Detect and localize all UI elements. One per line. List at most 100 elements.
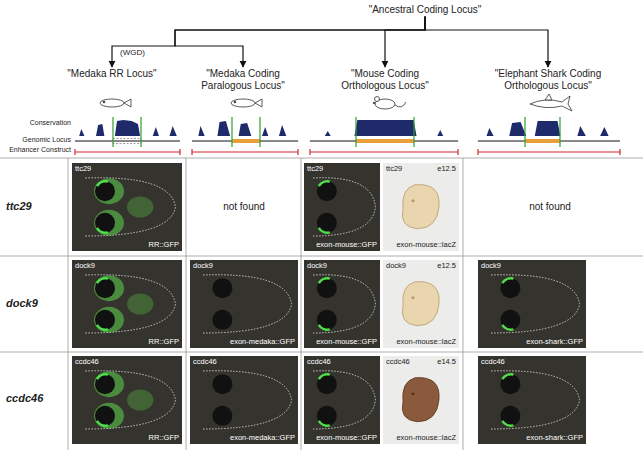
gfp-signal <box>127 196 153 217</box>
gfp-signal <box>127 293 153 314</box>
fish-outline <box>491 275 580 333</box>
fish-outline <box>313 178 375 236</box>
tree-branch <box>175 17 425 68</box>
embryo <box>402 378 439 422</box>
shark-icon <box>530 94 572 111</box>
construct-label: exon-mouse::lacZ <box>396 241 456 249</box>
embryo-illustration <box>304 163 380 251</box>
image-background <box>383 260 459 348</box>
image-background <box>72 260 182 348</box>
construct-label: exon-mouse::GFP <box>316 434 377 442</box>
embryo-illustration <box>304 356 380 444</box>
medaka-embryo-image: dock9exon-shark::GFP <box>478 260 586 348</box>
medaka-embryo-image: dock9exon-mouse::GFP <box>304 260 380 348</box>
image-background <box>383 163 459 251</box>
gene-label: ccdc46 <box>307 358 331 366</box>
mouse-icon <box>373 97 406 110</box>
embryo-illustration <box>383 260 459 348</box>
gfp-signal <box>94 178 124 204</box>
gfp-signal <box>319 278 330 283</box>
gfp-signal <box>97 228 108 233</box>
construct-label: exon-shark::GFP <box>526 434 583 442</box>
tree-branch <box>112 17 425 68</box>
embryo-illustration <box>478 260 586 348</box>
construct-label: exon-mouse::GFP <box>316 241 377 249</box>
fish-outline <box>85 178 175 236</box>
gfp-signal <box>94 403 124 429</box>
fish-outline <box>203 275 292 333</box>
gene-label: ccdc46 <box>193 358 217 366</box>
eye <box>500 310 520 330</box>
not-found-note: not found <box>190 201 298 212</box>
embryo-illustration <box>478 356 586 444</box>
image-background <box>72 356 182 444</box>
eye <box>95 181 115 201</box>
heading-text: "Mouse Coding Orthologous Locus" <box>323 68 447 91</box>
embryo-illustration <box>383 356 459 444</box>
heading-text: "Medaka RR Locus" <box>67 68 157 80</box>
mouse-embryo-image: dock9e12.5exon-mouse::lacZ <box>383 260 459 348</box>
heading-text: "Elephant Shark Coding Orthologous Locus… <box>483 68 613 91</box>
stage-label: e12.5 <box>437 262 456 270</box>
locus-heading: "Medaka RR Locus" <box>67 68 157 80</box>
image-background <box>304 260 380 348</box>
gfp-signal <box>94 371 124 397</box>
table-grid <box>0 158 643 450</box>
gfp-signal <box>319 325 330 330</box>
coding-exon-bar <box>232 139 560 143</box>
construct-label: exon-medaka::GFP <box>230 338 295 346</box>
tree-branch <box>425 17 548 68</box>
fish-outline <box>85 275 175 333</box>
gene-label: ttc29 <box>75 165 91 173</box>
medaka-embryo-image: ccdc46exon-medaka::GFP <box>190 356 298 444</box>
eye <box>212 374 232 394</box>
gfp-signal <box>319 374 330 379</box>
embryo-eye <box>411 392 414 395</box>
image-background <box>190 356 298 444</box>
medaka-icon <box>231 99 262 107</box>
mouse-embryo-image: ttc29e12.5exon-mouse::lacZ <box>383 163 459 251</box>
medaka-embryo-image: ttc29exon-mouse::GFP <box>304 163 380 251</box>
locus-heading: "Medaka Coding Paralogous Locus" <box>187 68 299 91</box>
eye <box>212 278 232 298</box>
gene-label: dock9 <box>75 262 95 270</box>
embryo-illustration <box>383 163 459 251</box>
conservation-track <box>75 120 620 136</box>
construct-label: exon-medaka::GFP <box>230 434 295 442</box>
track-label: Conservation <box>0 119 71 126</box>
gfp-signal <box>97 325 108 330</box>
eye <box>212 406 232 426</box>
fish-outline <box>313 371 375 429</box>
medaka-embryo-image: dock9exon-medaka::GFP <box>190 260 298 348</box>
fish-outline <box>85 371 175 429</box>
gfp-signal <box>97 374 108 379</box>
eye <box>500 278 520 298</box>
eye <box>317 278 337 298</box>
eye <box>95 278 115 298</box>
element-boundary <box>113 117 560 147</box>
gfp-signal <box>502 421 513 426</box>
row-gene-label: dock9 <box>6 297 66 309</box>
gene-label: ccdc46 <box>75 358 99 366</box>
embryo-eye <box>411 296 414 299</box>
fish-outline <box>313 275 375 333</box>
embryo-illustration <box>304 260 380 348</box>
gene-label: ttc29 <box>307 165 323 173</box>
construct-label: exon-shark::GFP <box>526 338 583 346</box>
embryo-illustration <box>190 356 298 444</box>
embryo-illustration <box>190 260 298 348</box>
track-label: Genomic Locus <box>0 136 71 143</box>
eye <box>95 213 115 233</box>
gfp-signal <box>319 228 330 233</box>
medaka-embryo-image: dock9RR::GFP <box>72 260 182 348</box>
heading-text: "Medaka Coding Paralogous Locus" <box>187 68 299 91</box>
deleted-exon-outline <box>113 139 141 144</box>
construct-label: exon-mouse::GFP <box>316 338 377 346</box>
eye <box>317 181 337 201</box>
eye <box>500 374 520 394</box>
eye <box>212 310 232 330</box>
mouse-embryo-image: ccdc46e14.5exon-mouse::lacZ <box>383 356 459 444</box>
row-gene-label: ttc29 <box>6 200 66 212</box>
locus-heading: "Ancestral Coding Locus" <box>340 4 510 16</box>
